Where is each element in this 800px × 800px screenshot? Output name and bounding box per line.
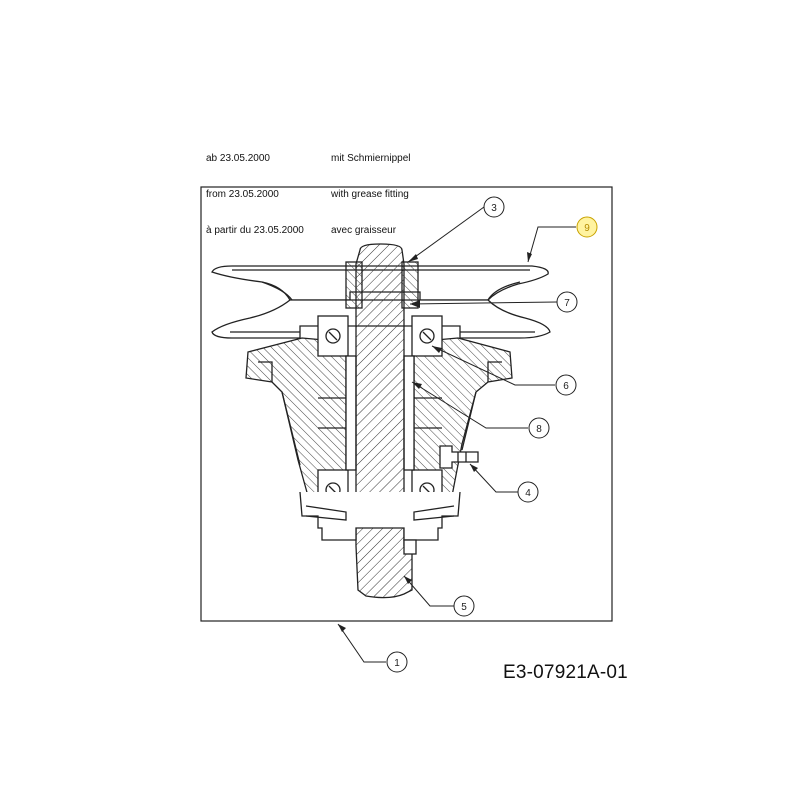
date-note-line-en: from 23.05.2000 [206, 189, 279, 200]
lower-hub-flange [299, 491, 461, 541]
arrow-4 [470, 464, 478, 472]
drawing-code: E3-07921A-01 [503, 662, 628, 683]
callout-6-label: 6 [563, 381, 569, 392]
grease-note-line-fr: avec graisseur [331, 225, 397, 236]
callout-5-label: 5 [461, 602, 467, 613]
grease-fitting [439, 445, 479, 469]
grease-note-line-en: with grease fitting [331, 189, 409, 200]
callout-7-label: 7 [564, 298, 570, 309]
upper-right-bearing-ball [419, 328, 435, 344]
grease-note-line-de: mit Schmiernippel [331, 153, 411, 164]
leader-8 [411, 381, 528, 429]
arrow-1 [338, 624, 346, 632]
upper-left-bearing-ball [325, 328, 341, 344]
callout-1: 1 [386, 651, 408, 673]
leader-5 [403, 575, 454, 607]
arrow-9 [527, 252, 532, 262]
date-note-line-de: ab 23.05.2000 [206, 153, 270, 164]
lower-hub-seal [305, 505, 455, 521]
leader-3 [407, 206, 485, 263]
spacer-tube-right [403, 355, 415, 471]
top-collar-left [345, 261, 363, 309]
date-note: ab 23.05.2000 from 23.05.2000 à partir d… [206, 129, 304, 249]
arrow-8 [412, 382, 422, 389]
callout-8: 8 [528, 417, 550, 439]
spindle-drawing [211, 243, 551, 599]
top-collar-right [401, 261, 419, 309]
housing-outline-left [258, 361, 301, 466]
callout-3: 3 [483, 196, 505, 218]
housing-outline-right [461, 361, 502, 451]
callout-4: 4 [517, 481, 539, 503]
callouts: 3 9 7 6 8 4 5 1 [386, 196, 598, 673]
callout-6: 6 [555, 374, 577, 396]
spacer-tube-left [345, 355, 357, 471]
shaft-lower-shoulder [403, 539, 417, 555]
arrow-7 [410, 300, 420, 308]
date-note-line-fr: à partir du 23.05.2000 [206, 225, 304, 236]
callout-7: 7 [556, 291, 578, 313]
arrow-5 [404, 576, 412, 584]
callout-3-label: 3 [491, 203, 497, 214]
arrow-6 [432, 346, 442, 353]
callout-9: 9 [576, 216, 598, 238]
spacer-tube-ticks [318, 397, 442, 429]
bearing-ball-marks [328, 331, 432, 495]
leader-9 [527, 226, 576, 263]
arrow-3 [408, 254, 418, 262]
leader-7 [409, 301, 558, 305]
leader-arrowheads [338, 252, 532, 632]
leader-4 [469, 463, 518, 493]
grease-fitting-lines [457, 452, 467, 462]
callout-1-label: 1 [394, 658, 400, 669]
grease-note: mit Schmiernippel with grease fitting av… [331, 129, 410, 249]
leader-lines [337, 206, 576, 663]
callout-8-label: 8 [536, 424, 542, 435]
assembly-frame [200, 186, 613, 622]
callout-9-label: 9 [584, 223, 590, 234]
callout-4-label: 4 [525, 488, 531, 499]
leader-1 [337, 623, 386, 663]
leader-6 [431, 345, 555, 386]
callout-5: 5 [453, 595, 475, 617]
